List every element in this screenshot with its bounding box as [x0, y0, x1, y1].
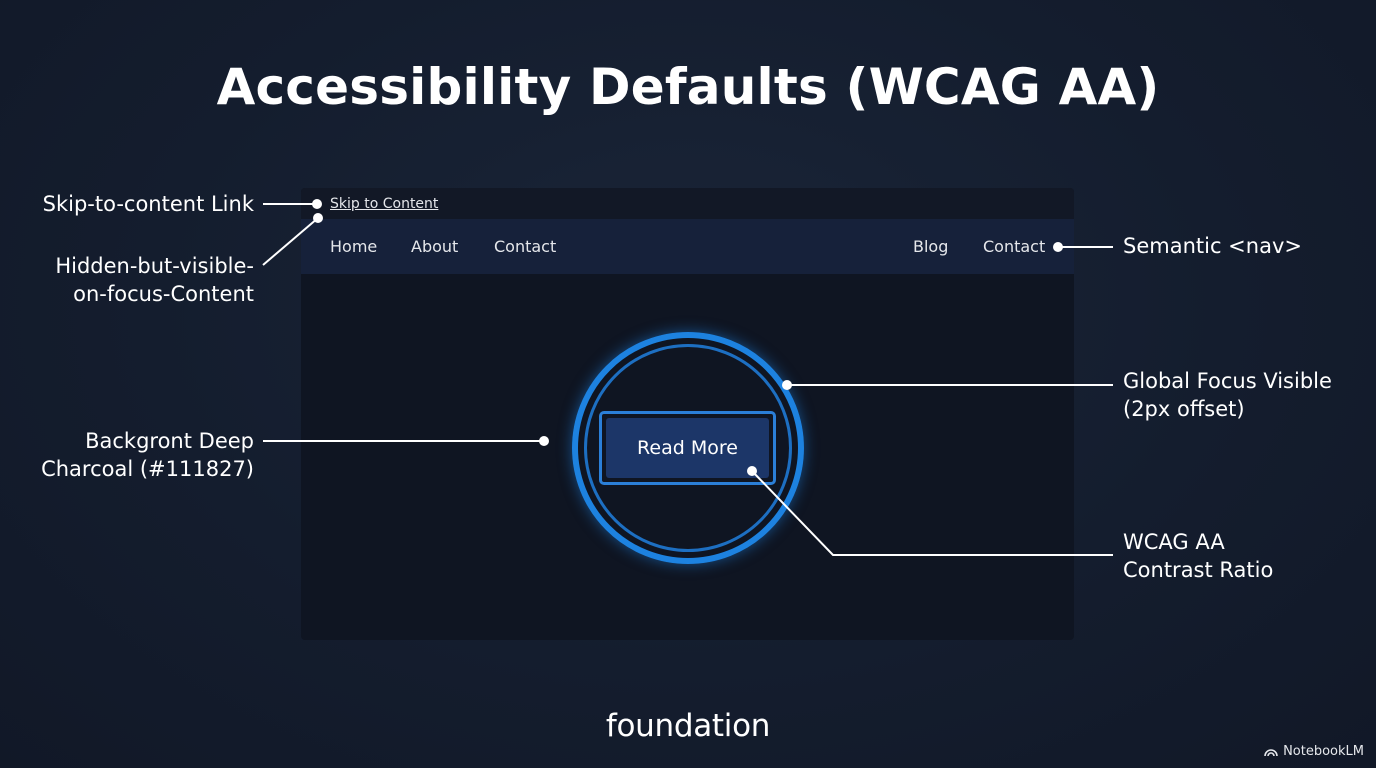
label-focus-visible-line1: Global Focus Visible [1123, 369, 1332, 393]
notebooklm-watermark: NotebookLM [1264, 744, 1364, 759]
brand-logo: foundation [605, 708, 771, 744]
main-nav: Home About Contact Blog Contact [301, 219, 1074, 274]
marker-dot [539, 436, 549, 446]
label-background-line1: Backgront Deep [85, 429, 254, 453]
marker-dot [312, 199, 322, 209]
label-contrast-line1: WCAG AA [1123, 530, 1225, 554]
nav-item-home[interactable]: Home [330, 237, 378, 256]
nav-item-blog[interactable]: Blog [913, 237, 949, 256]
skip-to-content-link[interactable]: Skip to Content [330, 196, 439, 212]
nav-item-contact[interactable]: Contact [494, 237, 557, 256]
label-background-line2: Charcoal (#111827) [41, 457, 254, 481]
read-more-button[interactable]: Read More [606, 418, 769, 478]
marker-dot [1053, 242, 1063, 252]
label-focus-visible-line2: (2px offset) [1123, 397, 1245, 421]
skip-bar: Skip to Content [301, 188, 1074, 219]
notebooklm-icon [1264, 749, 1278, 757]
marker-dot [313, 213, 323, 223]
nav-item-contact-right[interactable]: Contact [983, 237, 1046, 256]
nav-item-about[interactable]: About [411, 237, 459, 256]
marker-dot [747, 466, 757, 476]
connector-contrast [751, 470, 1113, 556]
label-skip-link: Skip-to-content Link [42, 192, 254, 216]
label-hidden-focus-line2: on-focus-Content [73, 282, 254, 306]
focus-outline [599, 411, 776, 485]
focus-ring-inner [584, 344, 792, 552]
focus-ring-outer [572, 332, 804, 564]
marker-dot [782, 380, 792, 390]
label-semantic-nav: Semantic <nav> [1123, 234, 1302, 258]
label-contrast-line2: Contrast Ratio [1123, 558, 1274, 582]
connector-hidden-focus [262, 217, 319, 266]
label-hidden-focus-line1: Hidden-but-visible- [55, 254, 254, 278]
watermark-text: NotebookLM [1283, 744, 1364, 759]
page-title: Accessibility Defaults (WCAG AA) [216, 58, 1160, 116]
